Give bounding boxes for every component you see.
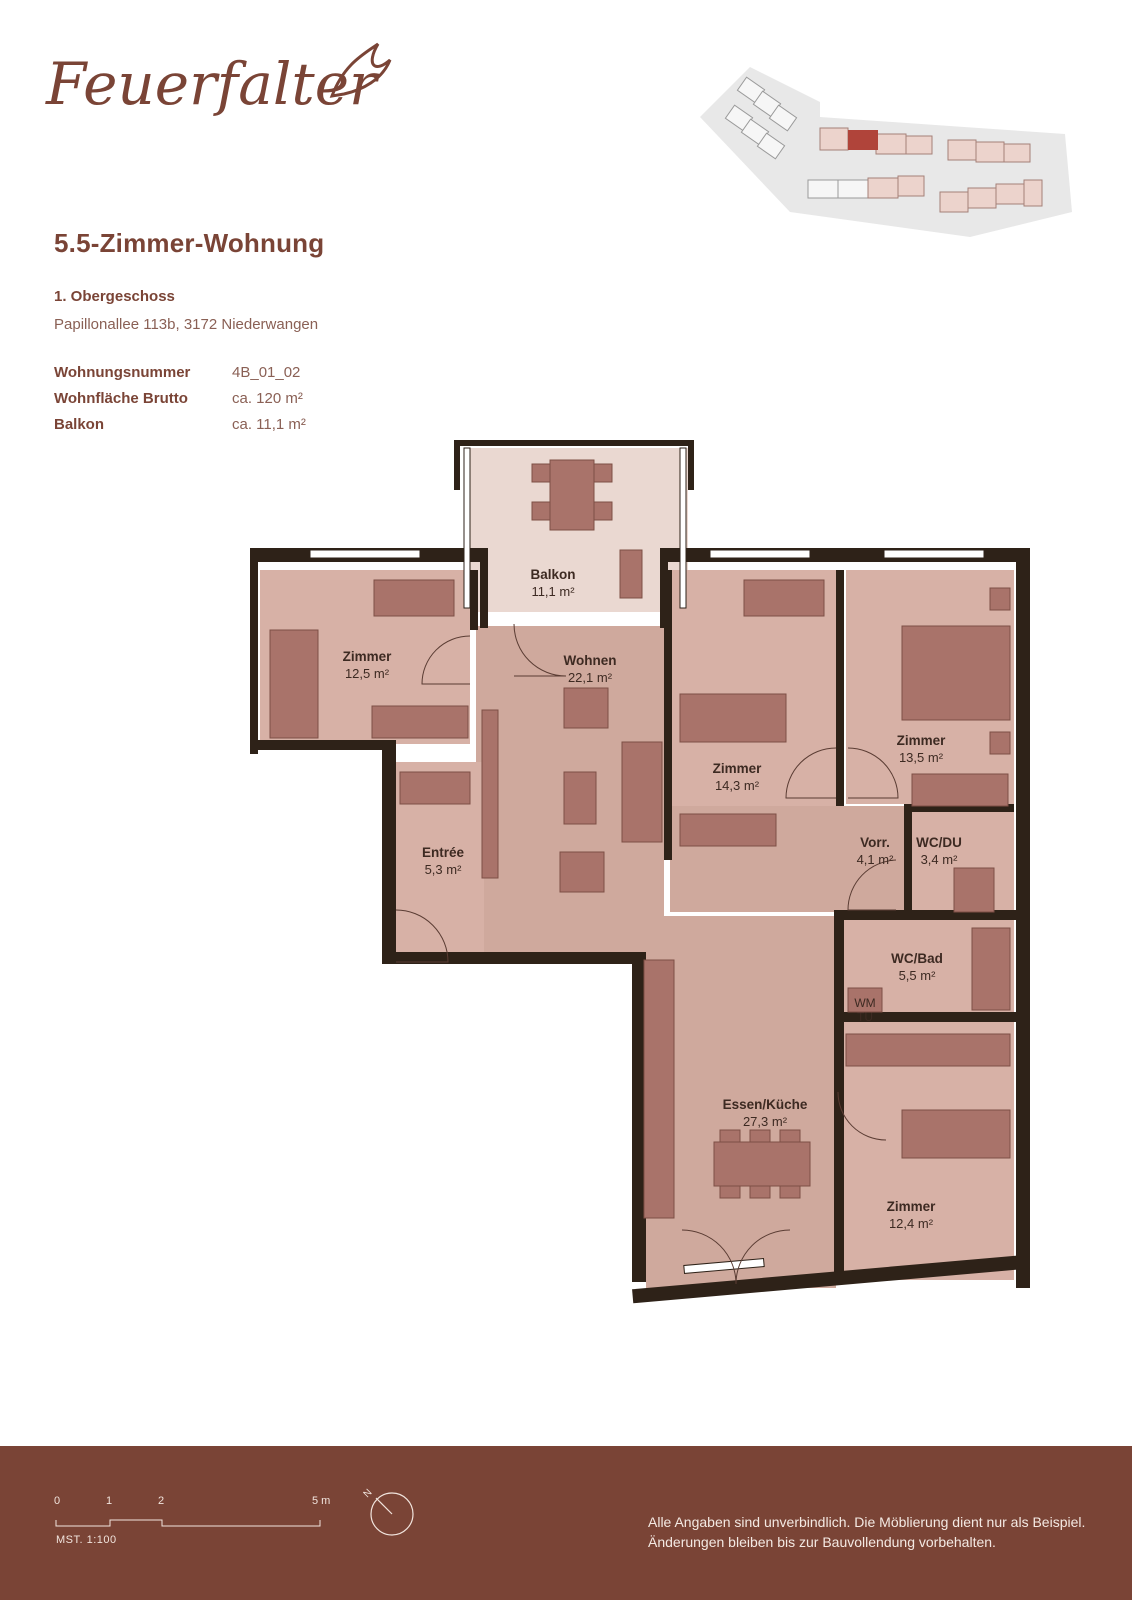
- site-buildings: [724, 76, 869, 199]
- walls: [250, 440, 1030, 1304]
- scale-tick-1: 1: [106, 1495, 112, 1507]
- disclaimer: Alle Angaben sind unverbindlich. Die Möb…: [648, 1512, 1108, 1552]
- site-buildings-highlight: [819, 127, 1043, 213]
- fact-value: ca. 120 m²: [232, 390, 303, 407]
- floor-plan-drawing: [250, 440, 1030, 1304]
- doors: [395, 623, 899, 1285]
- feuerfalter-logo: Feuerfalter: [45, 42, 392, 118]
- site-plan: [700, 67, 1072, 237]
- footer: [0, 1446, 1132, 1600]
- room-fills: [260, 448, 1014, 1288]
- site-unit-highlight: [848, 130, 878, 150]
- fact-value: 4B_01_02: [232, 364, 301, 381]
- compass-north-label: N: [362, 1487, 375, 1500]
- scale-tick-5: 5 m: [312, 1495, 330, 1507]
- butterfly-icon: [329, 42, 392, 98]
- floor-label: 1. Obergeschoss: [54, 288, 175, 305]
- fact-label: Wohnungsnummer: [54, 364, 191, 381]
- scale-tick-0: 0: [54, 1495, 60, 1507]
- fact-row-gross-area: Wohnfläche Brutto ca. 120 m²: [54, 390, 374, 414]
- scale-label: MST. 1:100: [56, 1534, 117, 1546]
- fact-row-balcony: Balkon ca. 11,1 m²: [54, 416, 374, 440]
- fact-label: Balkon: [54, 416, 105, 433]
- logo-text: Feuerfalter: [45, 50, 380, 118]
- fact-value: ca. 11,1 m²: [232, 416, 306, 433]
- disclaimer-line-2: Änderungen bleiben bis zur Bauvollendung…: [648, 1534, 996, 1550]
- compass-icon: N: [362, 1487, 414, 1536]
- address: Papillonallee 113b, 3172 Niederwangen: [54, 316, 319, 333]
- scale-bar: 0 1 2 5 m: [54, 1495, 330, 1527]
- page-title: 5.5-Zimmer-Wohnung: [54, 228, 325, 258]
- disclaimer-line-1: Alle Angaben sind unverbindlich. Die Möb…: [648, 1514, 1086, 1530]
- scale-tick-2: 2: [158, 1495, 164, 1507]
- fact-row-apartment-number: Wohnungsnummer 4B_01_02: [54, 364, 374, 388]
- room-label-corridor: Vorr.4,1 m²: [856, 835, 894, 867]
- fact-label: Wohnfläche Brutto: [54, 390, 188, 407]
- windows: [309, 447, 985, 1275]
- furniture: [269, 459, 1011, 1219]
